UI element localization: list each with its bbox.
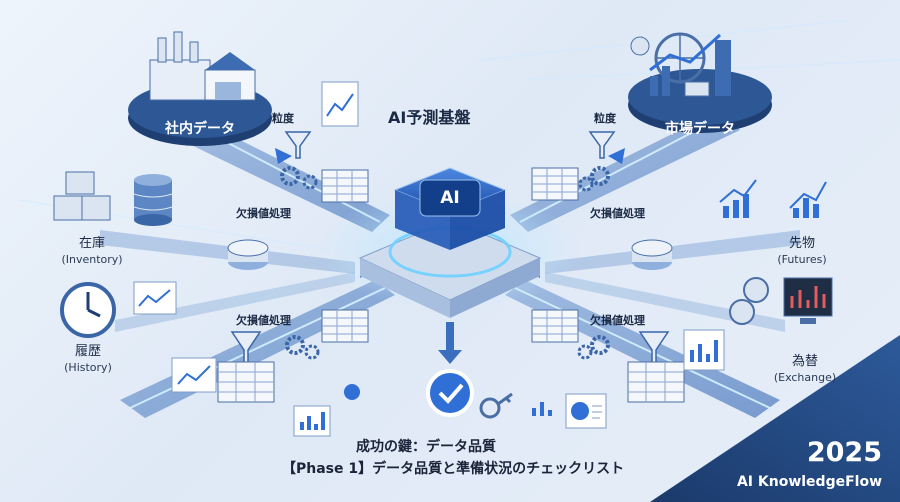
checklist-badge	[426, 369, 513, 419]
step-missing-right-top: 欠損値処理	[590, 207, 645, 220]
input-history-label: 履歴	[74, 344, 101, 359]
internal-data-platform	[128, 31, 272, 146]
source-internal-label: 社内データ	[165, 121, 235, 137]
source-market-label: 市場データ	[665, 121, 735, 137]
input-history-sub: (History)	[64, 361, 112, 374]
input-inventory-label: 在庫	[78, 236, 105, 251]
input-futures-sub: (Futures)	[777, 253, 827, 266]
funnel-icon	[230, 131, 670, 365]
database-icon	[133, 174, 173, 226]
input-inventory-sub: (Inventory)	[61, 253, 123, 266]
brand-name: AI KnowledgeFlow	[736, 474, 882, 490]
step-granularity-right: 粒度	[594, 112, 616, 125]
down-arrow	[438, 322, 462, 364]
market-data-platform	[628, 32, 772, 133]
trading-monitor-icon	[783, 277, 833, 324]
footer-line-2: 【Phase 1】データ品質と準備状況のチェックリスト	[282, 461, 625, 477]
input-exchange: 為替 (Exchange)	[760, 354, 850, 386]
input-history: 履歴 (History)	[48, 344, 128, 376]
clock-icon	[60, 282, 116, 338]
page-title: AI予測基盤	[388, 108, 471, 127]
step-missing-right-bottom: 欠損値処理	[590, 314, 645, 327]
ai-core-label: AI	[440, 188, 460, 208]
ai-core	[320, 167, 580, 318]
exchange-coins-icon	[729, 277, 769, 325]
step-granularity-left: 粒度	[272, 112, 294, 125]
data-table-icon	[217, 167, 685, 403]
input-exchange-sub: (Exchange)	[773, 371, 837, 384]
input-exchange-label: 為替	[791, 354, 818, 369]
input-inventory: 在庫 (Inventory)	[52, 236, 132, 268]
input-futures: 先物 (Futures)	[762, 236, 842, 268]
inventory-boxes-icon	[53, 171, 111, 221]
brand-corner-panel	[650, 335, 900, 502]
brand-year: 2025	[806, 437, 882, 468]
step-missing-left-top: 欠損値処理	[236, 207, 291, 220]
storage-disk-icon	[227, 239, 673, 270]
step-missing-left-bottom: 欠損値処理	[236, 314, 291, 327]
gear-icon	[280, 166, 610, 360]
footer-line-1: 成功の鍵：データ品質	[356, 439, 496, 455]
input-futures-label: 先物	[788, 236, 815, 251]
chart-card	[133, 81, 827, 437]
